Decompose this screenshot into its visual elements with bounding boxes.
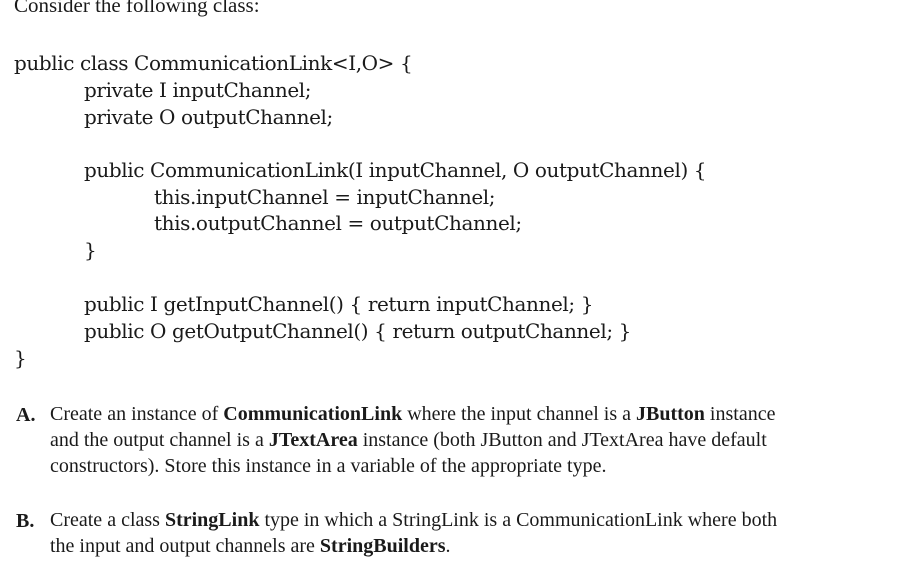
code-class-declaration: public class CommunicationLink<I,O> {	[14, 51, 413, 75]
question-letter: B.	[16, 510, 35, 532]
question-text-line: the input and output channels are String…	[50, 535, 451, 557]
question-text-line: constructors). Store this instance in a …	[50, 455, 607, 477]
code-field-input: private I inputChannel;	[84, 78, 312, 102]
question-text-line: and the output channel is a JTextArea in…	[50, 429, 767, 451]
intro-text: Consider the following class:	[14, 0, 260, 17]
code-class-close: }	[14, 346, 27, 370]
code-field-output: private O outputChannel;	[84, 105, 333, 129]
question-letter: A.	[16, 404, 36, 426]
question-text-line: Create an instance of CommunicationLink …	[50, 403, 776, 425]
code-constructor-declaration: public CommunicationLink(I inputChannel,…	[84, 158, 707, 182]
code-getter-input: public I getInputChannel() { return inpu…	[84, 292, 594, 316]
question-text-line: Create a class StringLink type in which …	[50, 509, 778, 531]
code-constructor-close: }	[84, 238, 97, 262]
code-getter-output: public O getOutputChannel() { return out…	[84, 319, 631, 343]
code-assign-output: this.outputChannel = outputChannel;	[154, 211, 522, 235]
code-assign-input: this.inputChannel = inputChannel;	[154, 185, 496, 209]
